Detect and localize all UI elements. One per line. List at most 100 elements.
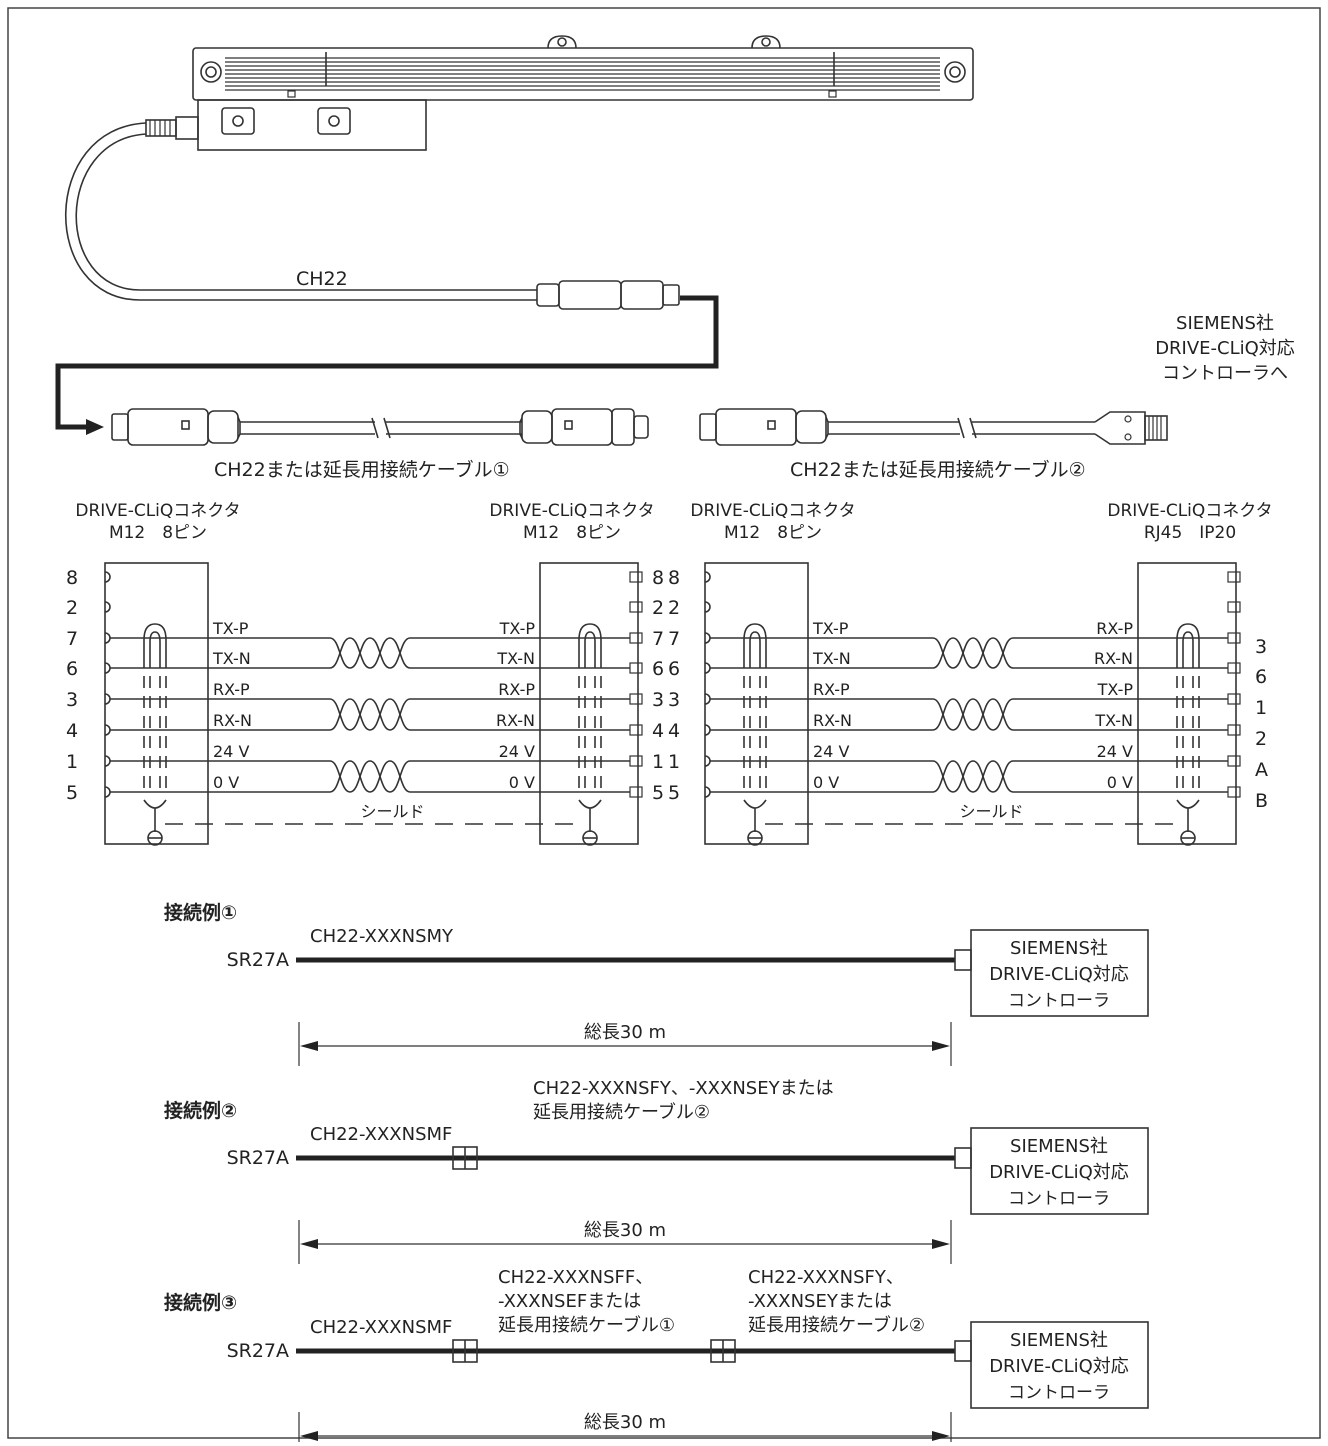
- signal-label-left: RX-N: [813, 711, 852, 730]
- cable-part-label: CH22-XXXNSFY、: [748, 1267, 904, 1288]
- signal-label-right: RX-N: [496, 711, 535, 730]
- pin-socket: [704, 601, 711, 613]
- pin-tab: [1227, 755, 1241, 767]
- pin-tab: [629, 571, 643, 583]
- pin-tab: [1227, 693, 1241, 705]
- twisted-pair-wire: [932, 760, 1014, 793]
- pin-number-right: 4: [652, 720, 664, 742]
- cable1-caption: CH22または延長用接続ケーブル①: [214, 458, 510, 481]
- pin-number-right: 1: [652, 751, 664, 773]
- pin-number-right: 6: [652, 658, 664, 680]
- pin-tab: [1227, 571, 1241, 583]
- shield-label: シールド: [360, 802, 424, 821]
- signal-label-left: 0 V: [213, 773, 239, 792]
- siemens-callout-line: DRIVE-CLiQ対応: [1155, 338, 1295, 359]
- pin-socket: [704, 755, 711, 767]
- connector-label-c2-left: DRIVE-CLiQコネクタ: [690, 501, 855, 521]
- cable-part-label: 延長用接続ケーブル②: [748, 1314, 925, 1336]
- connector-box-left: [704, 562, 809, 845]
- dimension-arrow: [300, 1431, 318, 1441]
- pin-tab: [1227, 662, 1241, 674]
- signal-label-right: RX-P: [1096, 619, 1133, 638]
- signal-label-right: RX-N: [1094, 649, 1133, 668]
- signal-label-left: TX-N: [212, 649, 251, 668]
- dimension-arrow: [932, 1239, 950, 1249]
- controller-label: SIEMENS社: [1010, 1136, 1108, 1157]
- twisted-pair-wire: [329, 698, 411, 731]
- connector-label-c2-left: M12 8ピン: [724, 523, 822, 543]
- shield-symbol: [1176, 623, 1200, 668]
- shield-symbol: [149, 631, 161, 668]
- pin-tab: [629, 601, 643, 613]
- controller-label: DRIVE-CLiQ対応: [989, 1356, 1129, 1377]
- pin-number-left: 4: [668, 720, 680, 742]
- pin-socket: [704, 632, 711, 644]
- pin-number-left: 8: [668, 567, 680, 589]
- pin-number-left: 7: [66, 628, 78, 650]
- pin-number-right: 8: [652, 567, 664, 589]
- pin-number-right: 3: [1255, 636, 1267, 658]
- cable-part-label: CH22-XXXNSMF: [310, 1317, 452, 1338]
- controller-box: [970, 1321, 1149, 1409]
- pin-number-left: 1: [668, 751, 680, 773]
- twisted-pair-wire: [932, 698, 1014, 731]
- pin-socket: [104, 662, 111, 674]
- total-length-label: 総長30 m: [584, 1412, 666, 1433]
- shield-symbol: [143, 623, 167, 668]
- pin-number-right: 6: [1255, 666, 1267, 688]
- signal-label-right: 24 V: [1097, 742, 1133, 761]
- controller-label: コントローラ: [1008, 991, 1110, 1011]
- signal-label-right: TX-N: [1094, 711, 1133, 730]
- pin-number-left: 3: [66, 689, 78, 711]
- source-label: SR27A: [227, 949, 289, 971]
- signal-label-left: RX-P: [213, 680, 250, 699]
- source-label: SR27A: [227, 1340, 289, 1362]
- twisted-pair-wire: [329, 698, 411, 731]
- connector-label-c1-right: M12 8ピン: [523, 523, 621, 543]
- connection-examples: 接続例①SR27ASIEMENS社DRIVE-CLiQ対応コントローラCH22-…: [164, 901, 1149, 1446]
- pin-tab: [629, 786, 643, 798]
- controller-label: SIEMENS社: [1010, 1330, 1108, 1351]
- signal-label-left: TX-N: [812, 649, 851, 668]
- pin-number-left: 7: [668, 628, 680, 650]
- controller-label: SIEMENS社: [1010, 938, 1108, 959]
- connection-arrow-head: [86, 419, 104, 435]
- source-label: SR27A: [227, 1147, 289, 1169]
- signal-label-right: RX-P: [498, 680, 535, 699]
- pin-socket: [104, 755, 111, 767]
- controller-label: コントローラ: [1008, 1383, 1110, 1403]
- pin-number-left: 6: [66, 658, 78, 680]
- pin-number-right: 3: [652, 689, 664, 711]
- pin-number-left: 5: [66, 782, 78, 804]
- twisted-pair-wire: [932, 637, 1014, 669]
- connector-label-c1-left: DRIVE-CLiQコネクタ: [75, 501, 240, 521]
- controller-label: コントローラ: [1008, 1189, 1110, 1209]
- pin-tab: [1227, 601, 1241, 613]
- twisted-pair-wire: [329, 760, 411, 793]
- shield-symbol: [143, 799, 167, 809]
- connector-label-c2-right: RJ45 IP20: [1144, 523, 1236, 543]
- pin-socket: [104, 693, 111, 705]
- shield-symbol: [743, 623, 767, 668]
- cable-part-label: CH22-XXXNSFF、: [498, 1267, 653, 1288]
- pin-tab: [629, 693, 643, 705]
- pin-socket: [704, 724, 711, 736]
- pin-socket: [104, 601, 111, 613]
- pin-tab: [629, 662, 643, 674]
- pin-tab: [629, 755, 643, 767]
- scale-unit-illustration: [145, 35, 974, 151]
- twisted-pair-wire: [932, 637, 1014, 669]
- signal-label-left: 24 V: [813, 742, 849, 761]
- pin-number-left: 4: [66, 720, 78, 742]
- shield-symbol: [1182, 631, 1194, 668]
- controller-box: [970, 929, 1149, 1017]
- total-length-label: 総長30 m: [584, 1022, 666, 1043]
- pin-socket: [704, 693, 711, 705]
- pin-socket: [704, 571, 711, 583]
- pin-socket: [104, 571, 111, 583]
- signal-label-left: RX-N: [213, 711, 252, 730]
